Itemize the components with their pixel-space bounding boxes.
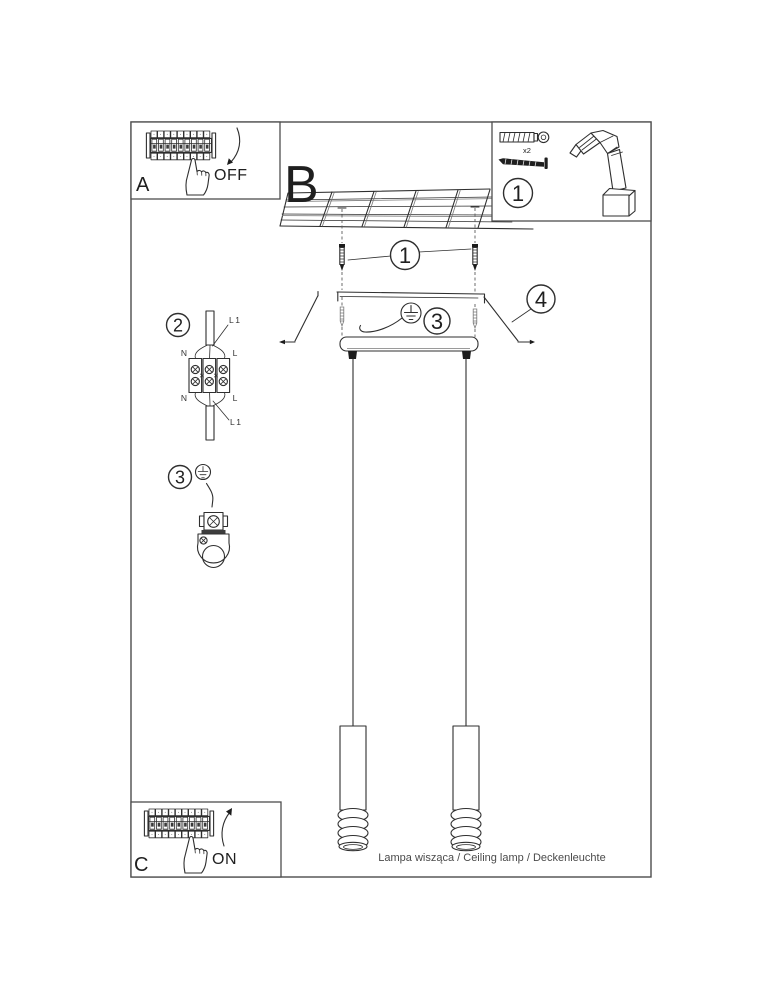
terminal-block-diagram: 2 L1 L1 N L N L bbox=[165, 310, 242, 441]
step-a-letter: A bbox=[136, 174, 150, 196]
ground-symbol-canopy-icon bbox=[400, 302, 422, 324]
arrow-right-icon bbox=[529, 339, 535, 345]
arrow-up-icon bbox=[221, 811, 231, 847]
lamp-cable bbox=[205, 405, 215, 441]
product-caption: Lampa wisząca / Ceiling lamp / Deckenleu… bbox=[378, 852, 605, 864]
neutral-top-label: N bbox=[181, 348, 187, 358]
cover-slide-left bbox=[282, 290, 319, 343]
mounting-bracket bbox=[339, 336, 479, 352]
screw-left-icon bbox=[338, 243, 346, 272]
page-frame bbox=[130, 121, 652, 878]
tools-step-circle bbox=[502, 177, 534, 209]
supply-cable bbox=[205, 310, 215, 346]
callout-4-cover-label: 4 bbox=[535, 287, 547, 312]
wall-plug-icon bbox=[499, 131, 550, 144]
screw-icon bbox=[498, 157, 548, 169]
pendant-lamp-left bbox=[337, 725, 369, 852]
callout-2-label: 2 bbox=[173, 316, 183, 336]
cover-slide-right bbox=[483, 296, 531, 343]
pendant-lamp-right bbox=[450, 725, 482, 852]
callout-3-canopy-label: 3 bbox=[431, 309, 443, 334]
callout-3-clamp-circle bbox=[167, 464, 193, 490]
mounting-screws-callout: 1 bbox=[338, 239, 479, 272]
clamp-hole bbox=[201, 544, 226, 569]
alignment-lines bbox=[341, 208, 476, 337]
ground-lead-wire bbox=[205, 482, 214, 508]
hidden-screw-left-icon bbox=[339, 306, 345, 327]
callout-3-canopy-circle bbox=[423, 307, 451, 335]
screw-right-icon bbox=[471, 243, 479, 272]
arrow-down-icon bbox=[230, 127, 241, 163]
live-top-label: L bbox=[233, 348, 238, 358]
arrow-left-icon bbox=[279, 339, 285, 345]
anchor-quantity-label: x2 bbox=[523, 146, 531, 155]
callout-4-cover-circle bbox=[526, 284, 556, 314]
ground-clamp-diagram: 3 bbox=[167, 463, 231, 569]
step-c-power-on: ON C bbox=[130, 801, 282, 878]
line-bottom-label: L1 bbox=[230, 417, 242, 427]
callout-3-clamp-label: 3 bbox=[175, 468, 185, 488]
callout-1-screws-label: 1 bbox=[399, 243, 411, 268]
tools-step-label: 1 bbox=[512, 181, 524, 206]
callout-1-screws-circle bbox=[389, 239, 421, 271]
canopy-assembly: 3 4 bbox=[279, 284, 556, 359]
ceiling-grid bbox=[279, 188, 534, 230]
off-label: OFF bbox=[214, 167, 248, 184]
step-c-letter: C bbox=[134, 854, 148, 876]
callout-2-circle bbox=[165, 312, 191, 338]
neutral-bottom-label: N bbox=[181, 393, 187, 403]
on-label: ON bbox=[212, 851, 237, 868]
line-top-label: L1 bbox=[229, 315, 241, 325]
grid-hanger-marks bbox=[337, 206, 480, 209]
step-a-power-off: OFF A bbox=[130, 121, 281, 200]
step-b-letter: B bbox=[284, 156, 319, 214]
cable-grip-right bbox=[462, 351, 471, 359]
suspension-cables bbox=[352, 358, 467, 727]
tools-panel: x2 1 bbox=[491, 121, 652, 222]
ground-symbol-icon bbox=[194, 463, 212, 481]
cable-grip-left bbox=[348, 351, 357, 359]
hidden-screw-right-icon bbox=[472, 308, 478, 329]
live-bottom-label: L bbox=[233, 393, 238, 403]
ground-wire bbox=[359, 317, 403, 333]
drill-icon bbox=[569, 129, 636, 217]
